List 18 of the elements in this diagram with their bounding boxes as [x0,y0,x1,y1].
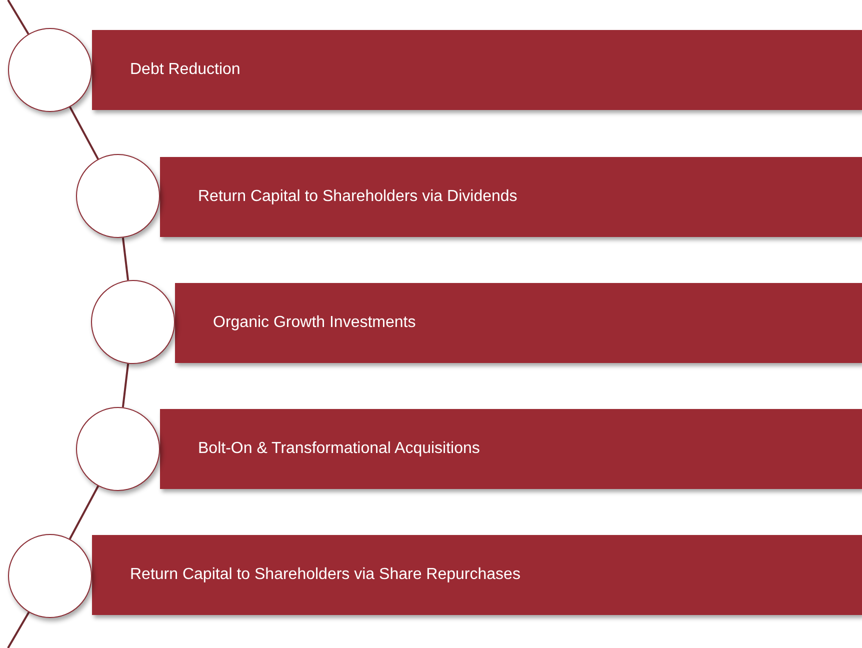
banner-bar [175,283,862,363]
banner-bar [160,409,862,489]
circle-marker [8,28,92,112]
bar-label: Debt Reduction [130,61,240,79]
bar-label: Return Capital to Shareholders via Share Repurchases [130,566,520,584]
banner-bar [92,30,862,110]
bar-label: Bolt-On & Transformational Acquisitions [198,440,480,458]
circle-marker [76,154,160,238]
banner-bar [160,157,862,237]
connector-line [7,612,30,648]
bar-label: Organic Growth Investments [213,314,416,332]
connector-line [7,0,30,34]
connector-line [122,364,130,408]
bar-label: Return Capital to Shareholders via Dividends [198,188,518,206]
connector-line [69,106,99,160]
banner-bar [92,535,862,615]
connector-line [68,486,100,540]
connector-line [122,238,130,280]
